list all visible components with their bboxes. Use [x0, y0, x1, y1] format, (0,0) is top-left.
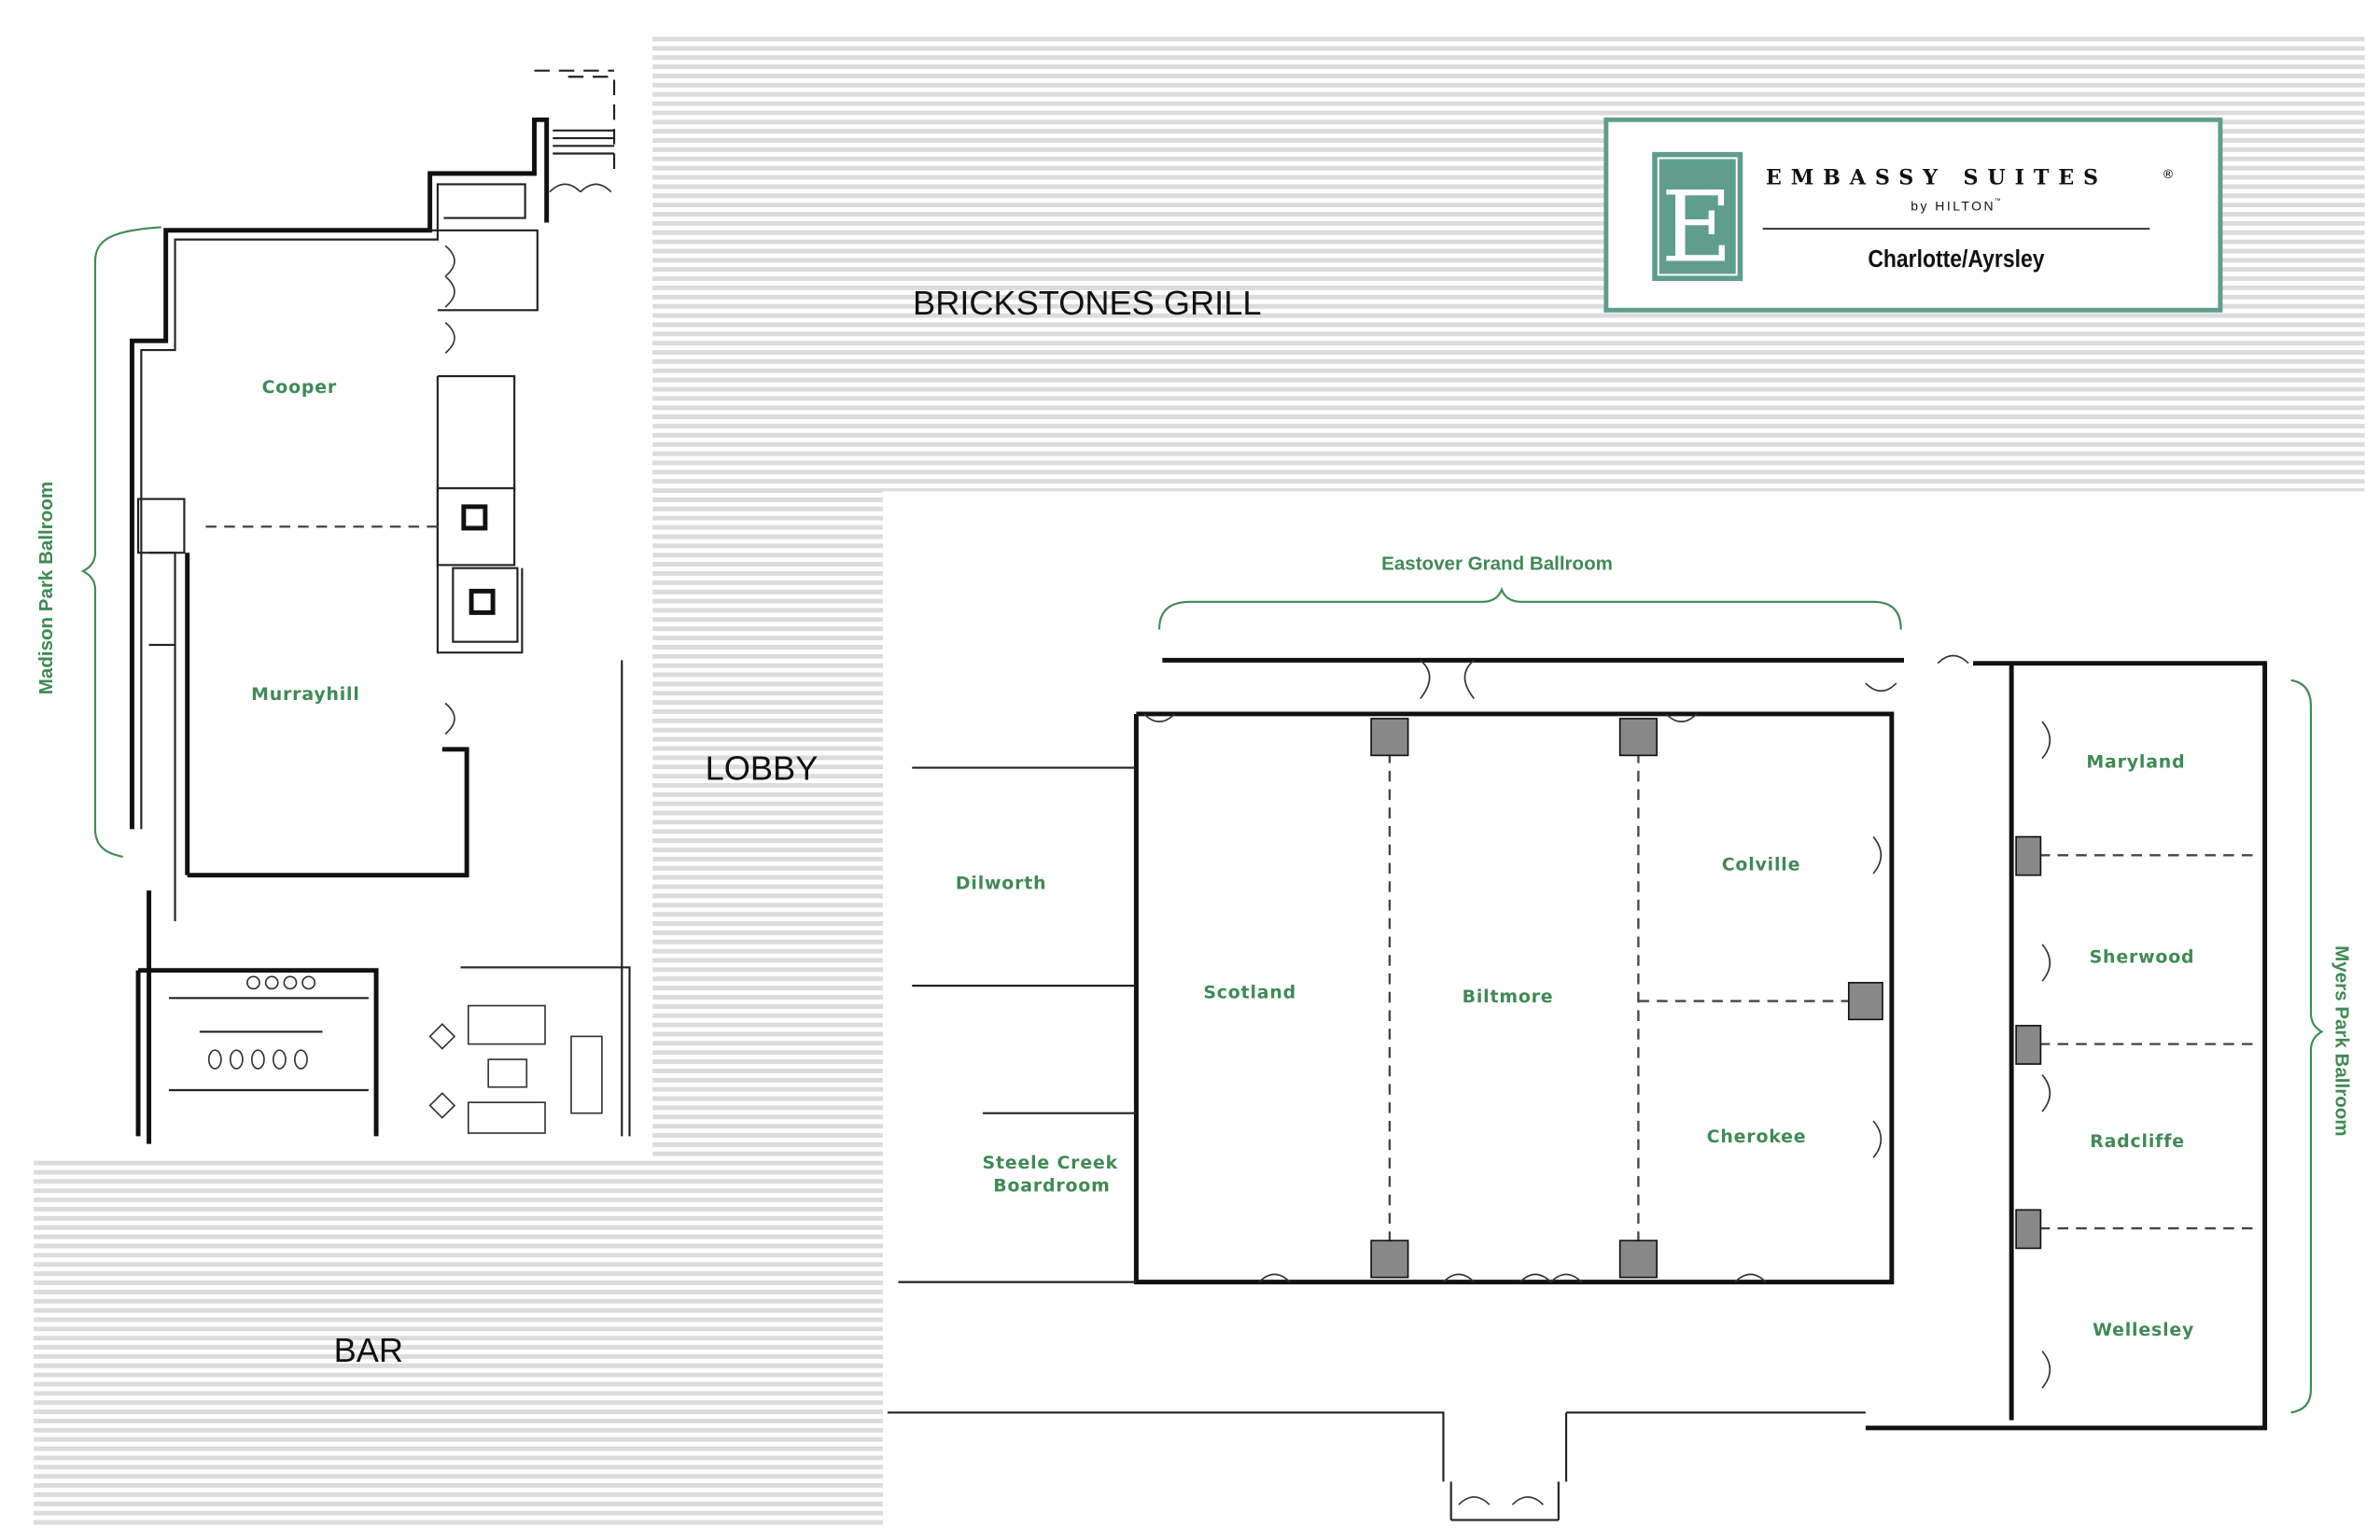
madison-park-ballroom-label: Madison Park Ballroom — [35, 482, 57, 694]
madison-park-plan: Madison Park Ballroom Cooper Murrayhill — [35, 69, 631, 1144]
room-murrayhill: Murrayhill — [251, 684, 360, 705]
logo-brand: EMBASSY SUITES — [1766, 165, 2107, 189]
logo-registered: ® — [2162, 168, 2174, 182]
room-cooper: Cooper — [262, 377, 337, 398]
myers-park-ballroom-label: Myers Park Ballroom — [2331, 945, 2352, 1136]
eastover-grand-ballroom-label: Eastover Grand Ballroom — [1381, 553, 1613, 574]
room-biltmore: Biltmore — [1463, 987, 1554, 1007]
room-radcliffe: Radcliffe — [2090, 1131, 2185, 1152]
room-scotland: Scotland — [1203, 982, 1296, 1002]
logo-tm: ™ — [1995, 198, 2001, 204]
room-wellesley: Wellesley — [2093, 1320, 2194, 1340]
room-colville: Colville — [1722, 855, 1801, 875]
room-maryland: Maryland — [2086, 752, 2185, 773]
room-steele-creek-boardroom: Boardroom — [993, 1176, 1110, 1197]
room-cherokee: Cherokee — [1707, 1127, 1807, 1147]
logo-location: Charlotte/Ayrsley — [1868, 245, 2045, 273]
bar-label: BAR — [334, 1331, 403, 1369]
lobby-label: LOBBY — [706, 749, 819, 788]
bar-area — [34, 1159, 883, 1528]
lobby-area — [652, 491, 883, 1160]
room-dilworth: Dilworth — [956, 873, 1047, 893]
brickstones-grill-label: BRICKSTONES GRILL — [913, 284, 1261, 322]
room-sherwood: Sherwood — [2090, 946, 2195, 967]
embassy-suites-logo: E EMBASSY SUITES ® by HILTON ™ Charlotte… — [1603, 117, 2223, 313]
main-ballroom-plan: Eastover Grand Ballroom Myers Park Ballr… — [887, 553, 2352, 1521]
logo-letter-icon: E — [1660, 170, 1732, 285]
room-steele-creek: Steele Creek — [983, 1153, 1118, 1173]
logo-sub: by HILTON — [1911, 198, 1995, 213]
